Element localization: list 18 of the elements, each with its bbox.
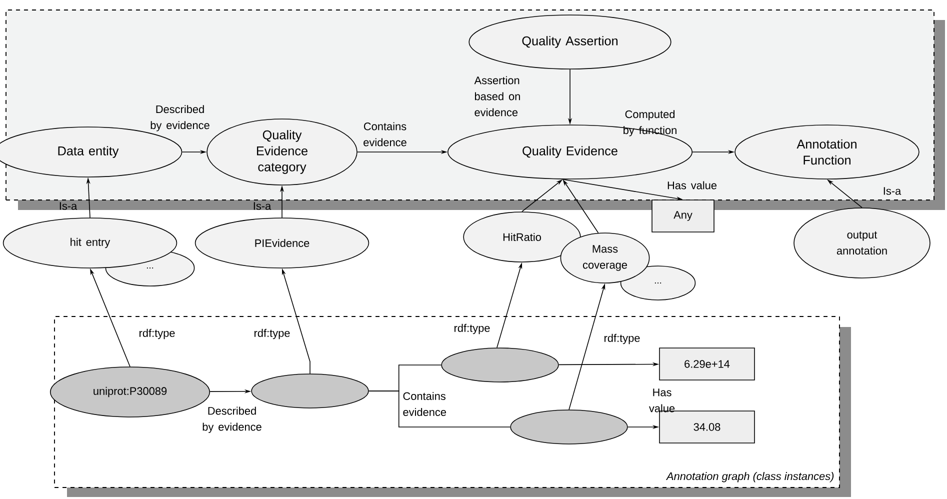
edge-label: Contains evidence <box>364 122 406 146</box>
edge-label: rdf:type <box>254 328 290 340</box>
edge-label: Contains evidence <box>403 392 446 416</box>
edge-label: Is-a <box>884 187 902 195</box>
edge-label: Assertion based on evidence <box>474 76 520 116</box>
instance-ellipse <box>510 410 628 444</box>
edge-label: Is-a <box>254 202 272 210</box>
instance-ellipse <box>251 374 369 408</box>
edge-label: Computed by function <box>624 110 676 136</box>
edge-label: rdf:type <box>140 328 175 340</box>
edge-label: rdf:type <box>604 334 640 344</box>
instance-ellipse <box>441 348 559 382</box>
edge-label: Has value <box>668 181 717 190</box>
edge-label: Has value <box>648 388 675 412</box>
value-box: Any <box>652 200 714 232</box>
edge-label: rdf:type <box>454 324 490 334</box>
edge-label: Is-a <box>60 202 78 210</box>
value-box: 6.29e+14 <box>659 348 755 380</box>
